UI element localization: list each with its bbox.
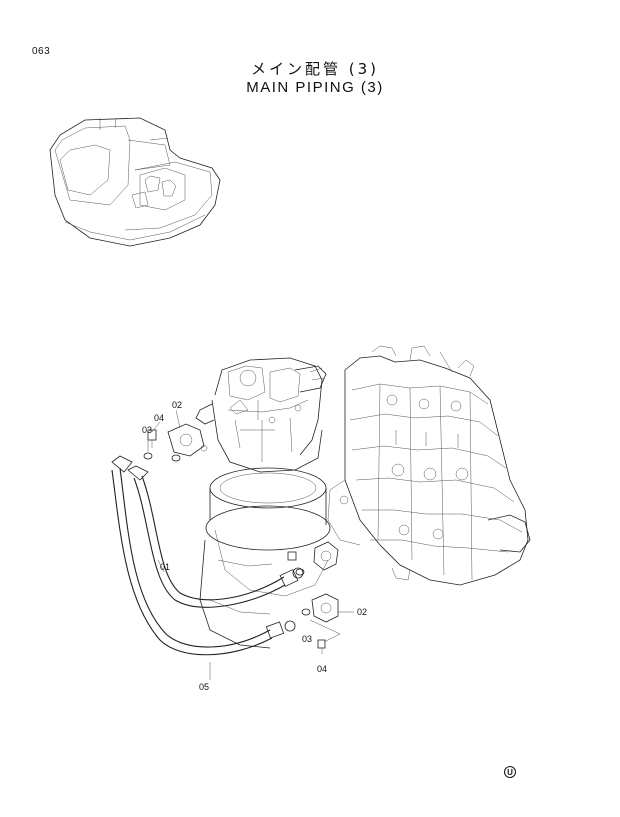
lower-flange-group [287,541,339,654]
machine-location-thumbnail [49,117,221,247]
page-title-japanese: メイン配管 (3) [250,60,380,78]
page-title-english: MAIN PIPING (3) [246,79,384,96]
control-valve-assembly [327,345,531,586]
callout-02-right: 02 [357,607,367,617]
callout-01: 01 [160,562,170,572]
leader-lines [147,409,354,680]
page-number: 063 [32,46,51,57]
callout-04-bottom: 04 [317,664,327,674]
swing-motor-assembly [195,357,331,649]
callout-04-top: 04 [154,413,164,423]
circled-u-mark: U [504,766,516,778]
callout-02-top: 02 [172,400,182,410]
hose-01 [127,465,304,608]
callout-03-top: 03 [142,425,152,435]
hose-05 [111,455,296,656]
upper-flange-group [143,423,208,462]
callout-05: 05 [199,682,209,692]
callout-03-bottom: 03 [302,634,312,644]
